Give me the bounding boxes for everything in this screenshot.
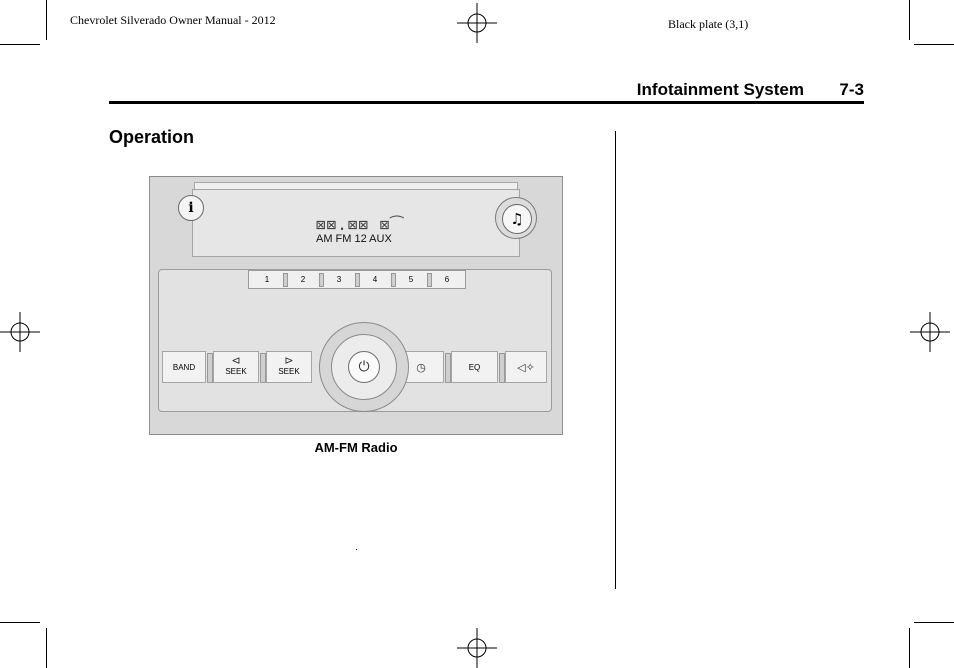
button-divider bbox=[260, 353, 266, 383]
seek-forward-label: SEEK bbox=[278, 367, 300, 376]
band-label: BAND bbox=[172, 363, 196, 372]
crop-mark bbox=[909, 0, 910, 40]
section-title: Infotainment System bbox=[636, 80, 804, 99]
button-divider bbox=[207, 353, 213, 383]
preset-notch bbox=[391, 273, 396, 287]
speaker-button: ◁✧ bbox=[505, 351, 547, 383]
preset-notch bbox=[427, 273, 432, 287]
eq-label: EQ bbox=[468, 363, 481, 372]
preset-button: 3 bbox=[336, 275, 342, 284]
registration-mark-icon bbox=[457, 628, 497, 668]
column-divider bbox=[615, 131, 616, 589]
radio-illustration: i ♫ ⊠⊠.⊠⊠ ⊠⁀ AM FM 12 AUX 1 2 3 4 5 6 BA… bbox=[149, 176, 563, 435]
crop-mark bbox=[914, 622, 954, 623]
figure-caption: AM-FM Radio bbox=[314, 440, 398, 455]
page-number: 7-3 bbox=[839, 80, 864, 99]
crop-mark bbox=[914, 44, 954, 45]
preset-notch bbox=[283, 273, 288, 287]
band-button: BAND bbox=[162, 351, 206, 383]
clock-icon: ◷ bbox=[416, 361, 426, 374]
seek-back-label: SEEK bbox=[225, 367, 247, 376]
crop-mark bbox=[0, 44, 40, 45]
power-icon: ⏻ bbox=[348, 351, 380, 383]
speaker-icon: ◁✧ bbox=[517, 361, 535, 374]
preset-notch bbox=[319, 273, 324, 287]
running-head: Chevrolet Silverado Owner Manual - 2012 bbox=[70, 13, 276, 27]
seek-back-icon: ⊲ bbox=[231, 354, 241, 367]
preset-button: 2 bbox=[300, 275, 306, 284]
crop-mark bbox=[0, 622, 40, 623]
display-segments: ⊠⊠.⊠⊠ ⊠⁀ bbox=[316, 215, 405, 234]
crop-mark bbox=[46, 628, 47, 668]
music-note-icon: ♫ bbox=[502, 204, 532, 234]
display-label: AM FM 12 AUX bbox=[316, 233, 392, 245]
knob-ring: ⏻ bbox=[331, 334, 397, 400]
music-button: ♫ bbox=[495, 197, 537, 239]
eq-button: EQ bbox=[451, 351, 498, 383]
preset-button: 1 bbox=[264, 275, 270, 284]
seek-forward-button: ⊳ SEEK bbox=[266, 351, 312, 383]
crop-mark bbox=[909, 628, 910, 668]
registration-mark-icon bbox=[910, 312, 950, 352]
crop-mark bbox=[46, 0, 47, 40]
plate-label: Black plate (3,1) bbox=[668, 17, 749, 31]
section-heading: Operation bbox=[109, 127, 195, 147]
button-row: BAND ⊲ SEEK ⊳ SEEK ◷ EQ ◁✧ bbox=[162, 351, 547, 383]
seek-forward-icon: ⊳ bbox=[284, 354, 294, 367]
radio-display bbox=[192, 189, 520, 257]
preset-notch bbox=[355, 273, 360, 287]
preset-button: 6 bbox=[444, 275, 450, 284]
registration-mark-icon bbox=[0, 312, 40, 352]
registration-mark-icon bbox=[457, 3, 497, 43]
info-icon: i bbox=[178, 195, 204, 221]
button-divider bbox=[499, 353, 505, 383]
button-divider bbox=[445, 353, 451, 383]
preset-button: 4 bbox=[372, 275, 378, 284]
control-panel: 1 2 3 4 5 6 BAND ⊲ SEEK ⊳ SEEK bbox=[158, 269, 552, 412]
preset-strip: 1 2 3 4 5 6 bbox=[248, 270, 466, 289]
power-volume-knob: ⏻ bbox=[319, 322, 409, 412]
preset-button: 5 bbox=[408, 275, 414, 284]
header-rule bbox=[109, 101, 864, 104]
seek-back-button: ⊲ SEEK bbox=[213, 351, 259, 383]
stray-mark bbox=[356, 549, 357, 550]
